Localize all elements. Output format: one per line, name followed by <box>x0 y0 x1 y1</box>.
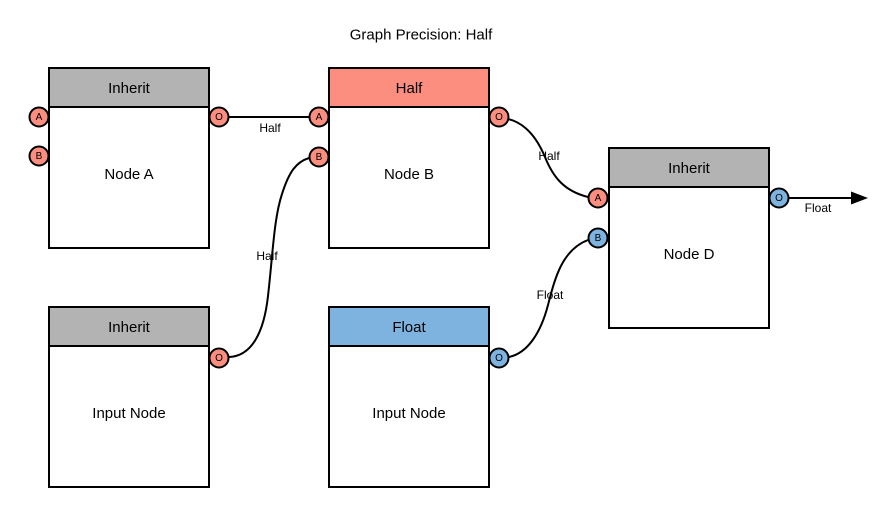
input-node-mid-port-o[interactable]: O <box>488 347 510 369</box>
node-b-port-b[interactable]: B <box>308 146 330 168</box>
node-a-header-label: Inherit <box>108 80 151 97</box>
input-node-mid-port-o-letter: O <box>495 353 503 364</box>
node-d-port-b-letter: B <box>595 233 602 244</box>
node-b-header[interactable] <box>328 67 490 108</box>
input-node-mid-label: Input Node <box>372 405 445 422</box>
node-a-port-o[interactable]: O <box>208 106 230 128</box>
edge-noded-o-output-arrowhead-icon <box>851 191 868 205</box>
node-d-port-o-circle[interactable] <box>768 187 790 209</box>
edge-nodeb-o-to-noded-a-line[interactable] <box>507 118 589 198</box>
node-a-port-a-circle[interactable] <box>28 106 50 128</box>
input-node-left-port-o[interactable]: O <box>208 347 230 369</box>
node-d-port-a-circle[interactable] <box>587 187 609 209</box>
input-node-left-label: Input Node <box>92 405 165 422</box>
node-b-port-b-letter: B <box>316 152 323 163</box>
node-b-port-a[interactable]: A <box>308 106 330 128</box>
edge-inputleft-o-to-nodeb-b: Half <box>228 157 310 358</box>
edge-nodea-o-to-nodeb-a-label: Half <box>259 121 281 135</box>
node-a-port-o-letter: O <box>215 112 223 123</box>
node-d-port-o-letter: O <box>775 193 783 204</box>
input-node-left-port-o-letter: O <box>215 353 223 364</box>
node-a-port-a-letter: A <box>36 112 43 123</box>
input-node-left-header[interactable] <box>48 306 210 347</box>
node-a-port-a[interactable]: A <box>28 106 50 128</box>
ports-layer: A B O A B O A B O O O <box>28 106 790 369</box>
node-d-port-b-circle[interactable] <box>587 227 609 249</box>
node-b-header-label: Half <box>396 80 424 97</box>
node-d-header-label: Inherit <box>668 160 711 177</box>
node-b-port-o[interactable]: O <box>488 106 510 128</box>
edge-nodeb-o-to-noded-a: Half <box>507 118 589 198</box>
node-d-port-a[interactable]: A <box>587 187 609 209</box>
node-d-port-b[interactable]: B <box>587 227 609 249</box>
input-node-mid-header[interactable] <box>328 306 490 347</box>
edge-inputleft-o-to-nodeb-b-line[interactable] <box>228 157 310 358</box>
node-d-port-o[interactable]: O <box>768 187 790 209</box>
edge-nodea-o-to-nodeb-a: Half <box>229 116 309 135</box>
edge-nodeb-o-to-noded-a-label: Half <box>538 149 560 163</box>
node-b-port-a-circle[interactable] <box>308 106 330 128</box>
node-a-port-b[interactable]: B <box>28 145 50 167</box>
edge-inputmid-o-to-noded-b-line[interactable] <box>508 239 589 358</box>
diagram-title: Graph Precision: Half <box>350 27 493 44</box>
edge-noded-o-output-label: Float <box>805 201 832 215</box>
node-a-port-o-circle[interactable] <box>208 106 230 128</box>
edge-inputmid-o-to-noded-b-label: Float <box>537 288 564 302</box>
input-node-mid-port-o-circle[interactable] <box>488 347 510 369</box>
edge-inputmid-o-to-noded-b: Float <box>508 239 589 358</box>
node-b-label: Node B <box>384 166 434 183</box>
node-d-port-a-letter: A <box>595 193 602 204</box>
node-b-port-o-letter: O <box>495 112 503 123</box>
node-a-port-b-circle[interactable] <box>28 145 50 167</box>
node-a-port-b-letter: B <box>36 151 43 162</box>
node-b-port-o-circle[interactable] <box>488 106 510 128</box>
edge-inputleft-o-to-nodeb-b-label: Half <box>256 249 278 263</box>
node-b-port-b-circle[interactable] <box>308 146 330 168</box>
node-d-label: Node D <box>664 246 715 263</box>
input-node-mid-header-label: Float <box>392 319 426 336</box>
node-a-header[interactable] <box>48 67 210 108</box>
input-node-left-header-label: Inherit <box>108 319 151 336</box>
edge-noded-o-output: Float <box>789 191 868 215</box>
node-a-label: Node A <box>104 166 153 183</box>
input-node-left-port-o-circle[interactable] <box>208 347 230 369</box>
node-b-port-a-letter: A <box>316 112 323 123</box>
node-d-header[interactable] <box>608 147 770 188</box>
